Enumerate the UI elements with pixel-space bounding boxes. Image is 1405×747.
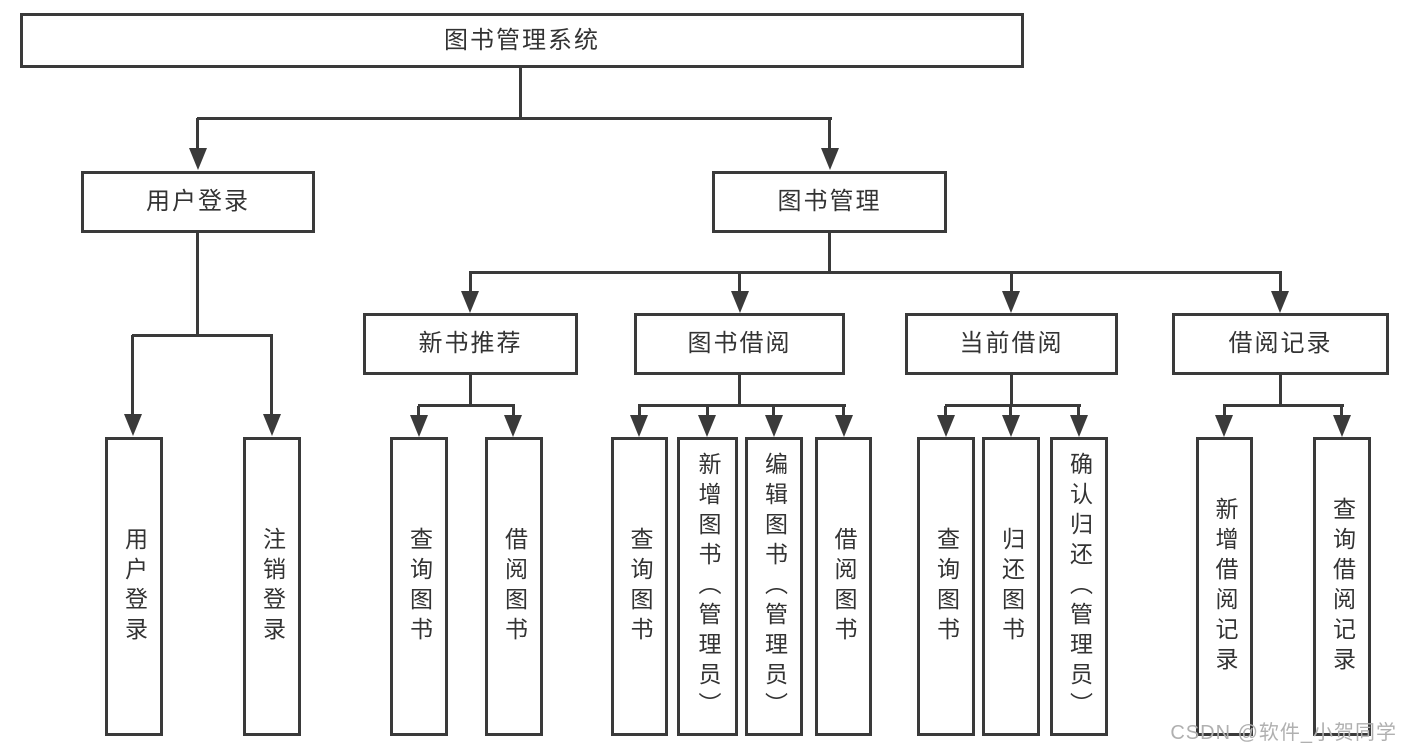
connector-line [1340,406,1343,418]
connector-line [512,406,515,418]
arrow-down-icon [630,415,648,437]
connector-line [519,68,522,119]
connector-line [469,271,1282,274]
connector-line [270,335,273,418]
node-return-books: 归还图书 [982,437,1040,736]
connector-line [1223,404,1344,407]
node-query-books-2: 查询图书 [611,437,668,736]
arrow-down-icon [410,415,428,437]
arrow-down-icon [1002,291,1020,313]
connector-line [828,233,831,273]
node-query-books-3: 查询图书 [917,437,975,736]
connector-line [196,118,199,152]
connector-line [1077,406,1080,418]
node-add-borrow-record: 新增借阅记录 [1196,437,1253,736]
connector-line [417,406,420,418]
arrow-down-icon [821,148,839,170]
arrow-down-icon [765,415,783,437]
node-book-borrowing: 图书借阅 [634,313,845,375]
node-confirm-return-admin: 确认归还（管理员） [1050,437,1108,736]
arrow-down-icon [1271,291,1289,313]
connector-line [196,233,199,336]
arrow-down-icon [1333,415,1351,437]
node-borrow-books-2: 借阅图书 [815,437,872,736]
node-user-login: 用户登录 [81,171,315,233]
arrow-down-icon [1215,415,1233,437]
node-query-borrow-record: 查询借阅记录 [1313,437,1371,736]
arrow-down-icon [189,148,207,170]
connector-line [638,404,846,407]
node-query-books-1: 查询图书 [390,437,448,736]
arrow-down-icon [731,291,749,313]
node-new-book-recommend: 新书推荐 [363,313,578,375]
connector-line [738,375,741,406]
csdn-watermark: CSDN @软件_小贺同学 [1170,722,1397,744]
arrow-down-icon [698,415,716,437]
connector-line [1223,406,1226,418]
connector-line [1010,375,1013,406]
connector-line [131,335,134,418]
node-current-borrowing: 当前借阅 [905,313,1118,375]
connector-line [1279,375,1282,406]
connector-line [132,334,273,337]
connector-line [842,406,845,418]
connector-line [638,406,641,418]
node-logout: 注销登录 [243,437,301,736]
node-add-books-admin: 新增图书（管理员） [677,437,738,736]
connector-line [1279,272,1282,294]
arrow-down-icon [1002,415,1020,437]
arrow-down-icon [504,415,522,437]
connector-line [945,404,1081,407]
connector-line [469,272,472,294]
arrow-down-icon [263,414,281,436]
node-borrow-books-1: 借阅图书 [485,437,543,736]
connector-line [738,272,741,294]
arrow-down-icon [124,414,142,436]
node-library-management-system: 图书管理系统 [20,13,1024,68]
connector-line [828,118,831,152]
connector-line [944,406,947,418]
arrow-down-icon [461,291,479,313]
node-edit-books-admin: 编辑图书（管理员） [745,437,803,736]
arrow-down-icon [835,415,853,437]
connector-line [469,375,472,406]
node-borrowing-records: 借阅记录 [1172,313,1389,375]
node-book-management: 图书管理 [712,171,947,233]
connector-line [772,406,775,418]
connector-line [1009,406,1012,418]
arrow-down-icon [1070,415,1088,437]
connector-line [706,406,709,418]
arrow-down-icon [937,415,955,437]
connector-line [197,117,832,120]
connector-line [1010,272,1013,294]
node-user-login-leaf: 用户登录 [105,437,163,736]
connector-line [418,404,515,407]
